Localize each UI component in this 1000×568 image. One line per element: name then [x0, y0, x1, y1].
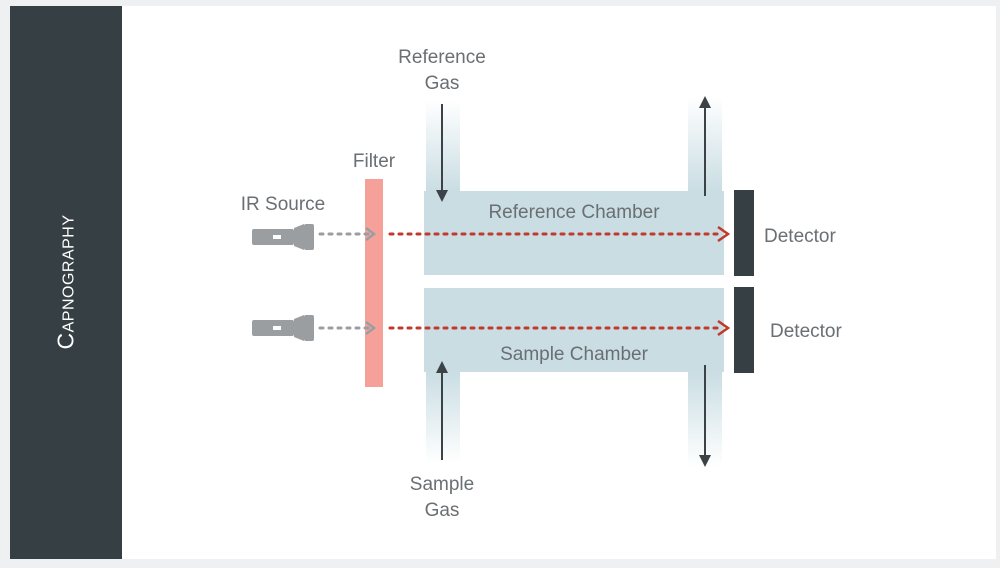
beam-bottom-unfiltered: [318, 321, 377, 335]
detector-top-label: Detector: [764, 226, 836, 247]
detector-bottom-label: Detector: [770, 321, 842, 342]
slide-canvas: [10, 6, 996, 559]
sidebar-panel: [10, 6, 122, 559]
sample-exhaust-arrow: [699, 365, 711, 467]
beam-bottom-filtered: [388, 319, 731, 337]
sample-chamber-label: Sample Chamber: [500, 344, 649, 365]
reference-gas-label-line1: Reference: [398, 47, 486, 68]
sample-chamber: [424, 288, 724, 372]
filter-bar: [365, 179, 383, 387]
beam-top-unfiltered: [318, 227, 377, 241]
sample-gas-label-line2: Gas: [425, 500, 460, 521]
ir-source-top-icon: [252, 224, 314, 250]
ir-source-bottom-icon: [252, 315, 314, 341]
reference-gas-label-line2: Gas: [425, 73, 460, 94]
sample-gas-label-line1: Sample: [410, 474, 474, 495]
sample-gas-arrow: [436, 361, 448, 460]
reference-gas-arrow: [436, 104, 448, 202]
beam-top-filtered: [388, 225, 731, 243]
reference-exhaust-arrow: [699, 96, 711, 196]
filter-label: Filter: [353, 151, 396, 172]
ir-source-label: IR Source: [241, 194, 325, 215]
detector-top: [734, 190, 754, 276]
reference-chamber-label: Reference Chamber: [488, 202, 660, 223]
detector-bottom: [734, 287, 754, 373]
